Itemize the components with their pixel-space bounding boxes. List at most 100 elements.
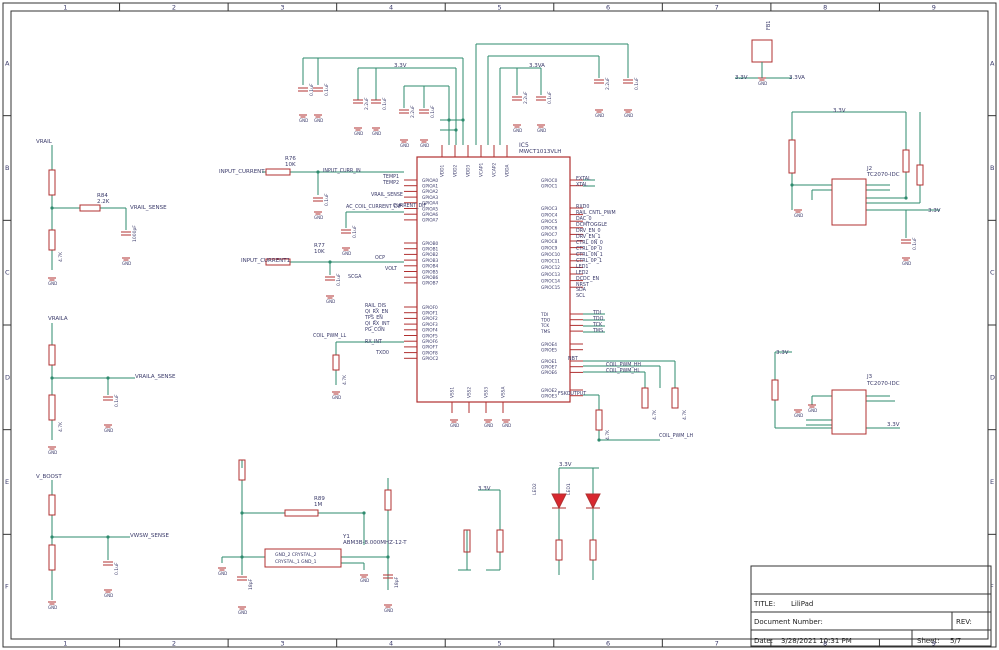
ic5-left-pin-name: GPIOB1 [422,247,439,253]
led2-indicator[interactable]: LED2 [532,483,567,510]
gnd-label: GND [420,143,429,148]
ic5-right-pin-name: GPIOC11 [541,259,560,265]
led1-ref: LED1 [566,483,572,495]
row-label-right-A: A [990,59,995,67]
net-label-right: LED2 [576,270,588,276]
wire-junction [386,555,390,559]
ic5-right-pin-name: GPIOE1 [541,359,557,365]
col-label-top-1: 1 [63,4,67,12]
resistor-vertical [48,229,56,251]
col-label-bottom-7: 7 [715,640,719,648]
resistor-value-label: 4.7K [58,251,64,262]
row-label-right-D: D [990,373,995,381]
gnd-label: GND [537,128,546,133]
resistor-horizontal [79,204,101,212]
ic5-left-pin-name: GPIOA7 [422,218,438,224]
resistor-vertical [771,379,779,401]
ic5-right-pin-name: GPIOC1 [541,184,558,190]
col-label-top-6: 6 [606,4,610,12]
net-label-left: CURRENT_DIF [393,203,427,209]
net-label-left: VOLT [385,266,397,272]
col-label-bottom-1: 1 [63,640,67,648]
net-label-right: RXD0 [576,204,589,210]
fb1-ferrite-bead[interactable] [751,39,773,78]
led1-indicator[interactable]: LED1 [566,483,601,510]
resistor-vertical [671,387,679,409]
net-label-left: TPS_EN [364,315,383,321]
capacitor-value-label: 1000pF [132,225,138,242]
capacitor-value-label: 0.1uF [114,394,120,407]
y1-crystal[interactable]: GND_2 CRYSTAL_2 CRYSTAL_1 GND_1 [264,548,342,568]
capacitor-value-label: 0.1uF [324,83,330,96]
ic5-left-pin-name: GPIOB3 [422,258,439,264]
j3-debug-connector[interactable] [831,389,867,435]
wire-junction [50,535,54,539]
vrail-sense-label: VRAIL_SENSE [130,205,167,211]
ic5-left-pin-name: GPIOA4 [422,201,438,207]
y1-ref: Y1 [342,534,350,540]
capacitor-value-label: 2.2uF [364,97,370,110]
ic5-top-pin-name: VDD2 [453,164,459,177]
gnd-label: GND [314,215,323,220]
resistor-value-label: 4.7K [605,429,611,440]
ic5-left-pin-name: GPIOF0 [422,305,438,311]
resistor-vertical [902,149,910,173]
ic5-left-pin-name: GPIOB2 [422,252,439,258]
r84-ref: R84 [97,193,108,199]
wire-junction [454,128,458,132]
wire-junction [316,170,320,174]
j2-jtag-connector[interactable] [831,178,867,226]
y1-pin-label-2: CRYSTAL_1 GND_1 [275,559,317,565]
ic5-right-pin-name: GPIOC3 [541,206,558,212]
wire-junction [362,511,366,515]
gnd-label: GND [314,118,323,123]
ic5-left-pin-name: GPIOB4 [422,264,439,270]
col-label-bottom-5: 5 [498,640,502,648]
r76-ref: R76 [285,156,296,162]
led-rail2-label: 3.3V [559,462,572,468]
led2-ref: LED2 [532,483,538,495]
wire-junction [240,511,244,515]
net-label-left: RX_INT [365,339,382,345]
net-label-right: EXTAL [576,176,591,182]
net-label-right: COIL_PWM_LH [659,433,693,439]
ic5-bottom-pin-name: VSS1 [450,387,456,398]
gnd-label: GND [808,408,817,413]
ic5-left-pin-name: GPIOC2 [422,356,439,362]
gnd-label: GND [218,571,227,576]
row-label-left-B: B [5,164,9,172]
date-value: 3/28/2021 10:31 PM [781,637,852,645]
gnd-label: GND [513,128,522,133]
date-label: Date: [754,637,773,645]
row-label-right-B: B [990,164,994,172]
wire-junction [461,118,465,122]
col-label-bottom-3: 3 [280,640,284,648]
ic5-right-pin-name: TCK [540,323,549,329]
vraila-sense-label: VRAILA_SENSE [135,374,176,380]
resistor-vertical [238,459,246,481]
gnd-label: GND [360,578,369,583]
col-label-bottom-2: 2 [172,640,176,648]
gnd-label: GND [342,251,351,256]
y1-pin-label-1: GND_2 CRYSTAL_2 [275,552,317,558]
r89-value: 1M [314,502,322,508]
ic5-right-pin-name: TDI [540,312,548,318]
ic5-left-pin-name: GPIOF2 [422,316,438,322]
capacitor-value-label: 0.1uF [547,91,553,104]
resistor-vertical [48,544,56,571]
ic5-right-pin-name: GPIOE7 [541,365,557,371]
fb1-out-label: 3.3VA [789,75,805,81]
ic5-right-pin-name: GPIOC0 [541,178,558,184]
net-label-right: CTRL_0N_1 [576,252,603,258]
capacitor-value-label: 0.1uF [114,562,120,575]
j3-ref: J3 [866,374,873,380]
resistor-vertical [48,494,56,516]
net-label-right: DAC_0 [576,216,592,222]
col-label-bottom-8: 8 [823,640,827,648]
r77-value: 10K [314,249,325,255]
left-net-labels: TEMP1TEMP2VRAIL_SENSECURRENT_DIFOCPVOLTS… [313,168,427,356]
ic5-left-pin-name: GPIOA1 [422,184,438,190]
